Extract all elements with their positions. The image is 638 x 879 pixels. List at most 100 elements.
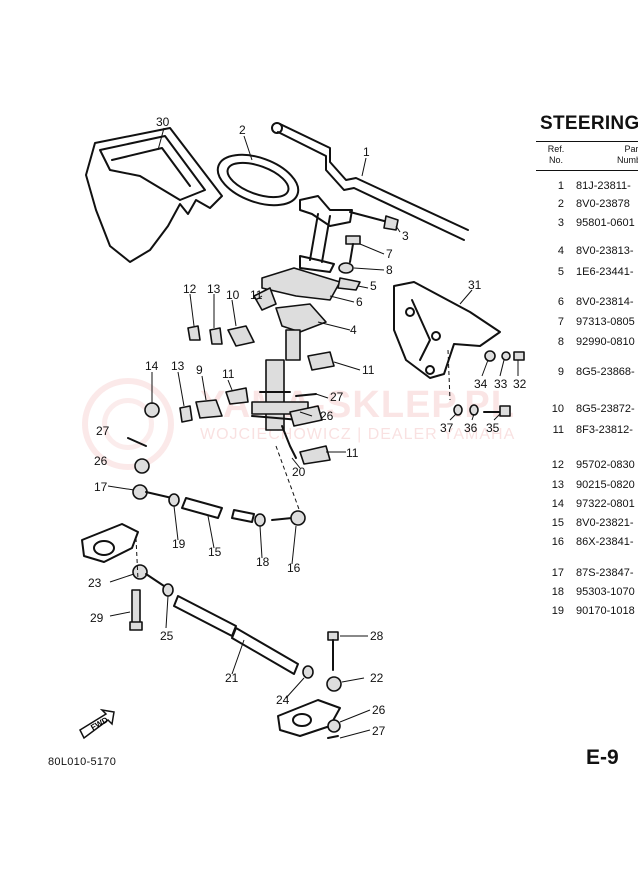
callout-34: 34 (474, 377, 488, 391)
parts-row-number: 95303-1070 (576, 586, 635, 598)
callout-11a: 11 (250, 288, 263, 302)
parts-row-ref: 2 (557, 198, 564, 210)
part-tie-rod-upper (132, 484, 306, 527)
parts-row-ref: 7 (557, 316, 564, 328)
parts-row-ref: 3 (557, 217, 564, 229)
part-pin-left (127, 437, 150, 474)
parts-row: 15 8V0-23821- (536, 517, 634, 529)
header-ref: Ref. No. (547, 144, 565, 165)
part-arm-left (81, 523, 139, 563)
part-bracket (261, 255, 361, 301)
callout-36: 36 (464, 421, 478, 435)
parts-row-ref: 10 (551, 403, 564, 415)
page-id: E-9 (586, 746, 619, 769)
callout-10: 10 (226, 288, 240, 302)
parts-row: 17 87S-23847- (536, 567, 634, 579)
callout-28: 28 (370, 629, 384, 643)
part-bolt-3 (349, 211, 399, 231)
callout-27a: 27 (330, 390, 344, 404)
leader-lines (107, 127, 519, 739)
callout-33: 33 (494, 377, 508, 391)
parts-row-ref: 4 (557, 245, 564, 257)
callout-26c: 26 (372, 703, 386, 717)
callout-18: 18 (256, 555, 270, 569)
parts-row-ref: 12 (551, 459, 564, 471)
parts-row-ref: 18 (551, 586, 564, 598)
callout-14: 14 (145, 359, 159, 373)
header-part: Part Numb (616, 144, 638, 165)
page-title: STEERING (540, 113, 638, 134)
callout-12: 12 (183, 282, 197, 296)
part-small-mid (144, 399, 223, 423)
callout-9: 9 (196, 363, 203, 377)
callout-8: 8 (386, 263, 393, 277)
parts-row-number: 1E6-23441- (576, 266, 634, 278)
part-small-top (187, 325, 255, 347)
callout-3: 3 (402, 229, 409, 243)
parts-row: 18 95303-1070 (536, 586, 635, 598)
parts-row-ref: 9 (557, 366, 564, 378)
callout-32: 32 (513, 377, 527, 391)
parts-row-ref: 14 (551, 498, 564, 510)
parts-row: 16 86X-23841- (536, 536, 634, 548)
callout-17: 17 (94, 480, 108, 494)
parts-row-ref: 17 (551, 567, 564, 579)
parts-row: 7 97313-0805 (536, 316, 635, 328)
parts-row: 11 8F3-23812- (536, 424, 633, 436)
parts-row-number: 81J-23811- (576, 180, 631, 192)
part-handlebar (271, 122, 469, 263)
parts-row-number: 8V0-23821- (576, 517, 634, 529)
callout-16: 16 (287, 561, 301, 575)
table-header: Ref. No. Part Numb (536, 141, 638, 171)
parts-row-number: 95801-0601 (576, 217, 635, 229)
callout-26a: 26 (320, 409, 334, 423)
parts-row: 4 8V0-23813- (536, 245, 634, 257)
callout-5: 5 (370, 279, 377, 293)
parts-row-ref: 19 (551, 605, 564, 617)
parts-row-number: 87S-23847- (576, 567, 634, 579)
part-cover (85, 127, 223, 263)
parts-row-number: 8G5-23868- (576, 366, 635, 378)
parts-row-number: 97313-0805 (576, 316, 635, 328)
callout-20: 20 (292, 465, 306, 479)
callout-6: 6 (356, 295, 363, 309)
parts-row-number: 8V0-23813- (576, 245, 634, 257)
callout-2: 2 (239, 123, 246, 137)
parts-row-number: 8V0-23814- (576, 296, 634, 308)
parts-row: 3 95801-0601 (536, 217, 635, 229)
callout-4: 4 (350, 323, 357, 337)
callout-25: 25 (160, 629, 174, 643)
callout-35: 35 (486, 421, 500, 435)
parts-row-number: 8V0-23878 (576, 198, 630, 210)
parts-row-ref: 11 (552, 424, 564, 436)
callout-21: 21 (225, 671, 239, 685)
parts-row-number: 92990-0810 (576, 336, 635, 348)
part-column (251, 303, 327, 431)
parts-row-number: 86X-23841- (576, 536, 634, 548)
parts-row-ref: 15 (551, 517, 564, 529)
parts-row-ref: 13 (551, 479, 564, 491)
parts-row: 6 8V0-23814- (536, 296, 634, 308)
callout-11b: 11 (362, 363, 375, 377)
parts-row-ref: 6 (557, 296, 564, 308)
part-fasteners-right (453, 350, 525, 417)
part-ring (216, 153, 300, 207)
parts-row: 2 8V0-23878 (536, 198, 630, 210)
parts-row-number: 8F3-23812- (576, 424, 633, 436)
callouts: 30 2 1 3 7 8 5 6 31 12 13 10 11 4 11 14 … (88, 115, 527, 738)
part-bushings (225, 287, 335, 465)
part-arm-right (277, 699, 341, 739)
parts-row-ref: 1 (557, 180, 564, 192)
callout-31: 31 (468, 278, 482, 292)
parts-row-number: 90170-1018 (576, 605, 635, 617)
parts-row-ref: 8 (557, 336, 564, 348)
callout-27c: 27 (372, 724, 386, 738)
parts-row-ref: 16 (551, 536, 564, 548)
callout-22: 22 (370, 671, 384, 685)
drawing-code: 80L010-5170 (48, 756, 117, 768)
